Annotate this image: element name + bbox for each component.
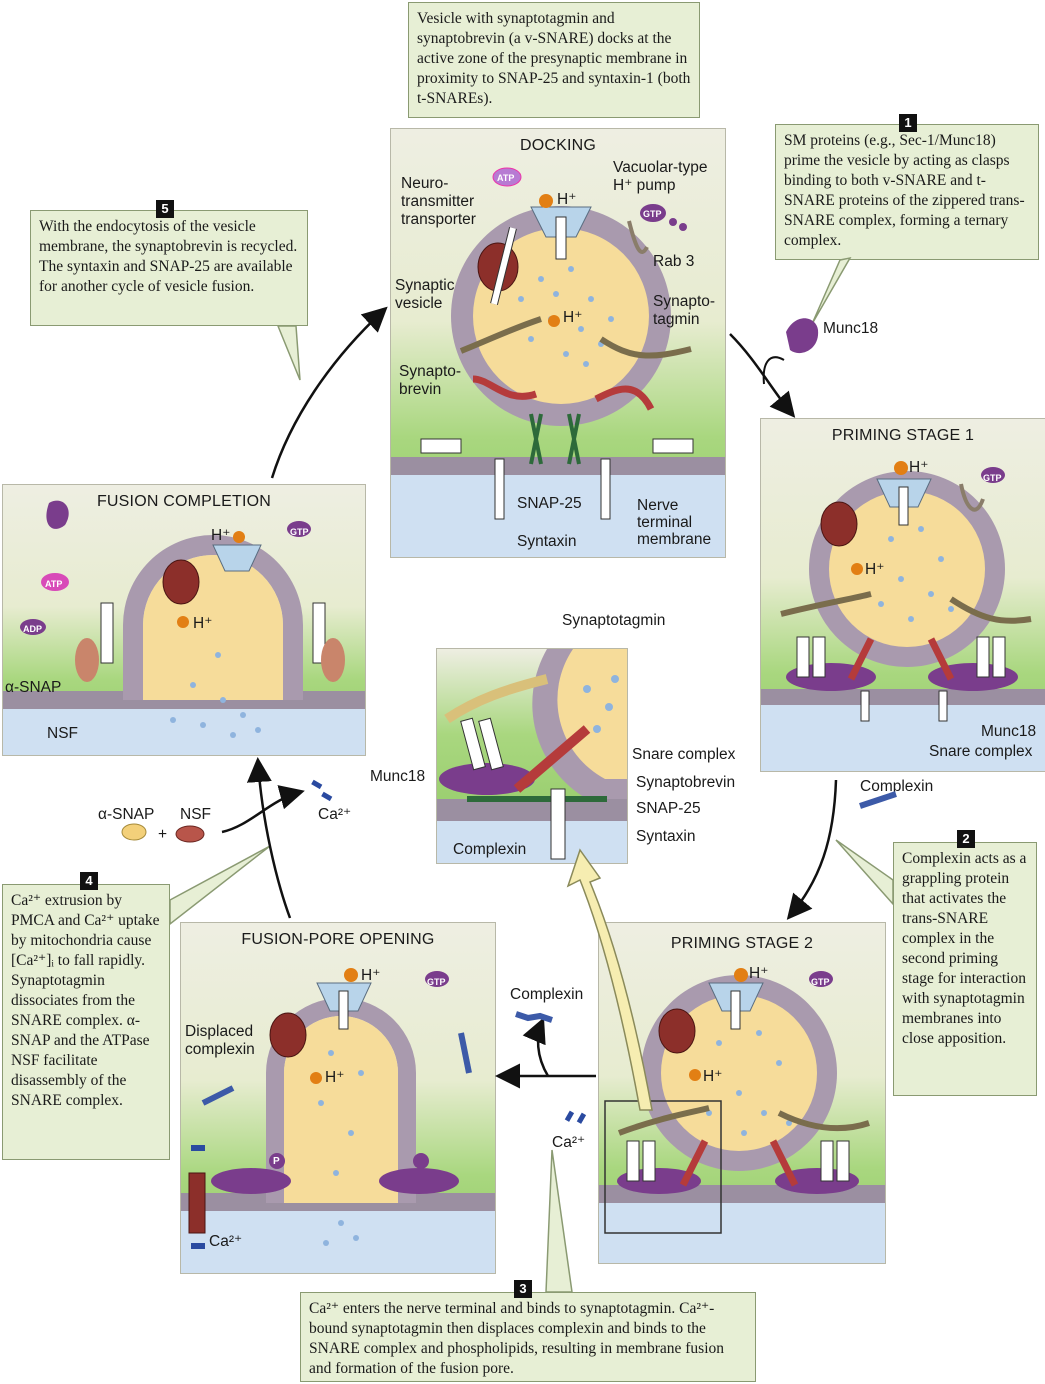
gtp-label: GTP bbox=[643, 209, 662, 219]
inset-synaptotagmin-label: Synaptotagmin bbox=[562, 612, 666, 629]
note-4-text: Ca²⁺ extrusion by PMCA and Ca²⁺ uptake b… bbox=[11, 892, 160, 1109]
displaced-complexin-label: Displaced complexin bbox=[185, 1023, 255, 1058]
panel-priming-stage-1: PRIMING STAGE 1 Munc18 Snare complex H⁺ … bbox=[760, 418, 1045, 772]
h-plus-label: H⁺ bbox=[361, 967, 381, 984]
h-plus-label: H⁺ bbox=[563, 309, 583, 326]
atp-label: ATP bbox=[45, 579, 63, 589]
note-3-text: Ca²⁺ enters the nerve terminal and binds… bbox=[309, 1300, 725, 1377]
munc18-label: Munc18 bbox=[981, 723, 1037, 740]
plus-sign: + bbox=[158, 826, 168, 843]
h-plus-label: H⁺ bbox=[557, 191, 577, 208]
gtp-label: GTP bbox=[811, 977, 830, 987]
note-1-text: SM proteins (e.g., Sec-1/Munc18) prime t… bbox=[784, 132, 1025, 249]
h-plus-label: H⁺ bbox=[909, 459, 929, 476]
nsf-floating-label: NSF bbox=[180, 806, 211, 823]
note-1: SM proteins (e.g., Sec-1/Munc18) prime t… bbox=[775, 124, 1039, 260]
step-number-1: 1 bbox=[899, 114, 917, 132]
note-docking: Vesicle with synaptotagmin and synaptobr… bbox=[408, 2, 700, 118]
nerve-terminal-label: Nerve terminal membrane bbox=[637, 497, 712, 548]
synaptobrevin-label: Synapto- brevin bbox=[399, 363, 462, 398]
neurotransmitter-dots bbox=[878, 526, 954, 622]
panel-docking: DOCKING Neuro- transmitter transporter V… bbox=[390, 128, 726, 558]
inset-snare-complex-label: Snare complex bbox=[632, 746, 736, 763]
neurotransmitter-dots bbox=[170, 652, 261, 738]
phosphate-label: P bbox=[273, 1156, 280, 1167]
step-number-3: 3 bbox=[514, 1280, 532, 1298]
ca-label: Ca²⁺ bbox=[209, 1233, 243, 1250]
synaptic-vesicle-label: Synaptic vesicle bbox=[395, 277, 455, 312]
synaptotagmin-label: Synapto- tagmin bbox=[653, 293, 716, 328]
nsf-label: NSF bbox=[47, 725, 78, 742]
note-docking-text: Vesicle with synaptotagmin and synaptobr… bbox=[417, 10, 691, 107]
fusion-pore-title: FUSION-PORE OPENING bbox=[241, 931, 435, 948]
inset-syntaxin-label: Syntaxin bbox=[636, 828, 696, 845]
note-3: Ca²⁺ enters the nerve terminal and binds… bbox=[300, 1292, 756, 1382]
vacuolar-pump-label: Vacuolar-type H⁺ pump bbox=[613, 159, 708, 194]
step-number-4: 4 bbox=[80, 872, 98, 890]
syntaxin-label: Syntaxin bbox=[517, 533, 577, 550]
fusion-completion-title: FUSION COMPLETION bbox=[96, 493, 272, 510]
inset-munc18-label: Munc18 bbox=[370, 768, 426, 785]
inset-complexin-label: Complexin bbox=[453, 841, 527, 858]
snap25-label: SNAP-25 bbox=[517, 495, 582, 512]
note-4: Ca²⁺ extrusion by PMCA and Ca²⁺ uptake b… bbox=[2, 884, 170, 1160]
note-5: With the endocytosis of the vesicle memb… bbox=[30, 210, 308, 326]
inset-snap25-label: SNAP-25 bbox=[636, 800, 701, 817]
priming-2-title: PRIMING STAGE 2 bbox=[670, 935, 814, 952]
atp-label: ATP bbox=[497, 173, 515, 183]
note-2-text: Complexin acts as a grappling protein th… bbox=[902, 850, 1027, 1047]
h-plus-label: H⁺ bbox=[193, 615, 213, 632]
h-plus-label: H⁺ bbox=[865, 561, 885, 578]
snare-complex-label: Snare complex bbox=[929, 743, 1033, 760]
step-number-2: 2 bbox=[957, 830, 975, 848]
priming-1-title: PRIMING STAGE 1 bbox=[831, 427, 975, 444]
panel-fusion-completion: FUSION COMPLETION α-SNAP NSF ATP ADP H⁺ … bbox=[2, 484, 366, 756]
note-5-text: With the endocytosis of the vesicle memb… bbox=[39, 218, 298, 295]
alpha-snap-label: α-SNAP bbox=[5, 679, 62, 696]
rab3-label: Rab 3 bbox=[653, 253, 695, 270]
ca-left-label: Ca²⁺ bbox=[318, 806, 352, 823]
h-plus-label: H⁺ bbox=[703, 1068, 723, 1085]
complexin-bottom-label: Complexin bbox=[510, 986, 584, 1003]
note-2: Complexin acts as a grappling protein th… bbox=[893, 842, 1037, 1096]
munc18-floating-label: Munc18 bbox=[823, 320, 879, 337]
step-number-5: 5 bbox=[156, 200, 174, 218]
gtp-label: GTP bbox=[983, 473, 1002, 483]
gtp-label: GTP bbox=[290, 527, 309, 537]
complexin-floating-label: Complexin bbox=[860, 778, 934, 795]
neurotransmitter-transporter-label: Neuro- transmitter transporter bbox=[401, 175, 476, 228]
docking-title: DOCKING bbox=[519, 137, 597, 154]
inset-synaptobrevin-label: Synaptobrevin bbox=[636, 774, 736, 791]
alpha-snap-floating-label: α-SNAP bbox=[98, 806, 155, 823]
h-plus-label: H⁺ bbox=[211, 527, 231, 544]
h-plus-label: H⁺ bbox=[749, 965, 769, 982]
h-plus-label: H⁺ bbox=[325, 1069, 345, 1086]
panel-fusion-pore-opening: FUSION-PORE OPENING Displaced complexin … bbox=[180, 922, 496, 1274]
gtp-label: GTP bbox=[427, 977, 446, 987]
adp-label: ADP bbox=[23, 624, 43, 634]
ca-bottom-label: Ca²⁺ bbox=[552, 1134, 586, 1151]
panel-snare-inset: Complexin bbox=[436, 648, 628, 864]
panel-priming-stage-2: PRIMING STAGE 2 H⁺ H⁺ GTP bbox=[598, 922, 886, 1264]
neurotransmitter-dots bbox=[706, 1030, 792, 1136]
neurotransmitter-dots bbox=[318, 1050, 364, 1246]
